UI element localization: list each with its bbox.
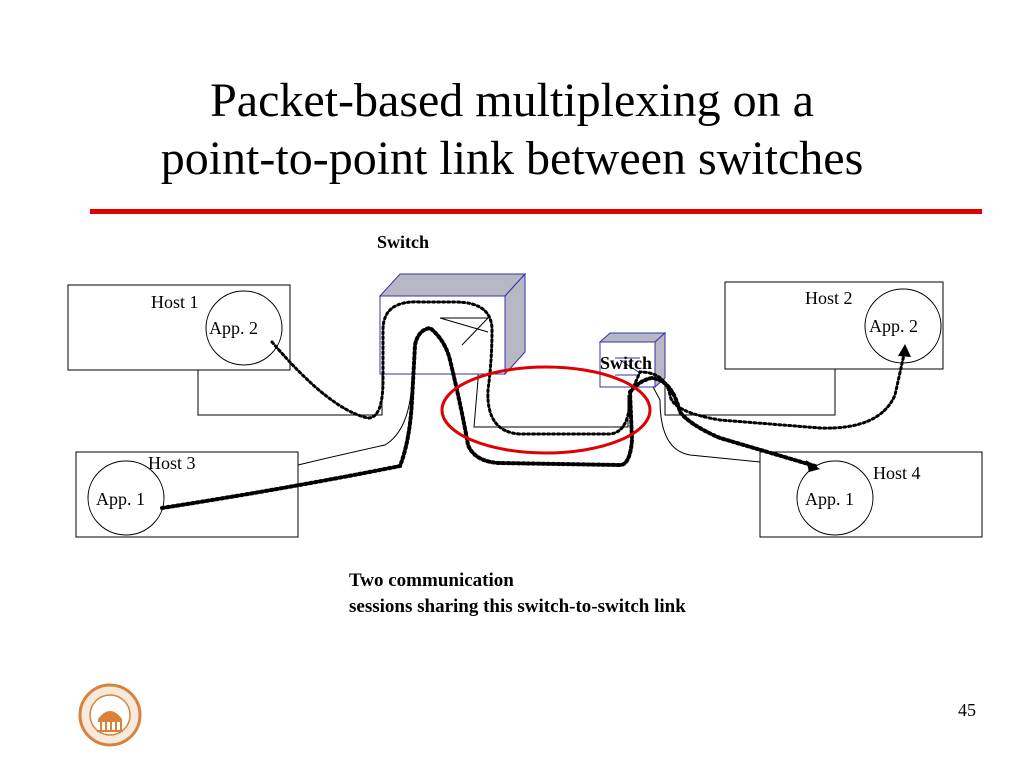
- switch-small-top: [598, 332, 667, 343]
- host-4-label: Host 4: [873, 463, 921, 483]
- page-number: 45: [958, 700, 976, 720]
- wire-host2: [664, 369, 836, 416]
- caption-line-2: sessions sharing this switch-to-switch l…: [349, 596, 686, 617]
- host-3-box: [75, 451, 299, 538]
- host-4-app-circle: [796, 460, 874, 536]
- shared-link-highlight: [440, 365, 652, 455]
- university-seal-logo: [78, 683, 142, 747]
- host-1-app-label: App. 2: [209, 318, 258, 338]
- host-1-app-circle: [205, 290, 283, 366]
- switch-small-label: Switch: [600, 353, 653, 373]
- host-2-label: Host 2: [805, 288, 853, 308]
- host-1-label: Host 1: [151, 292, 199, 312]
- wire-host4: [651, 384, 761, 463]
- switch-large-top: [378, 273, 527, 297]
- host-4-box: [759, 451, 983, 538]
- session-a-arrowhead: [898, 344, 911, 357]
- slide-title-line-1: Packet-based multiplexing on a: [210, 74, 814, 127]
- slide-title: Packet-based multiplexing on a point-to-…: [0, 72, 1024, 188]
- session-paths: [160, 300, 907, 510]
- session-b-path: [160, 325, 817, 510]
- diagram-caption: Two communication sessions sharing this …: [349, 568, 686, 620]
- title-underline: [90, 209, 982, 214]
- session-b-arrowhead: [806, 460, 820, 472]
- host-3-label: Host 3: [148, 453, 196, 473]
- caption-line-1: Two communication: [349, 570, 514, 591]
- session-a-path: [270, 300, 907, 436]
- host-2-app-label: App. 2: [869, 316, 918, 336]
- host-3-app-label: App. 1: [96, 489, 145, 509]
- host-4-app-label: App. 1: [805, 489, 854, 509]
- switch-large-label: Switch: [377, 232, 430, 252]
- switch-large-front: [379, 295, 506, 375]
- slide-title-line-2: point-to-point link between switches: [160, 132, 864, 185]
- host-3-app-circle: [87, 460, 165, 536]
- host-2-app-circle: [864, 288, 942, 364]
- host-1-box: [67, 284, 291, 371]
